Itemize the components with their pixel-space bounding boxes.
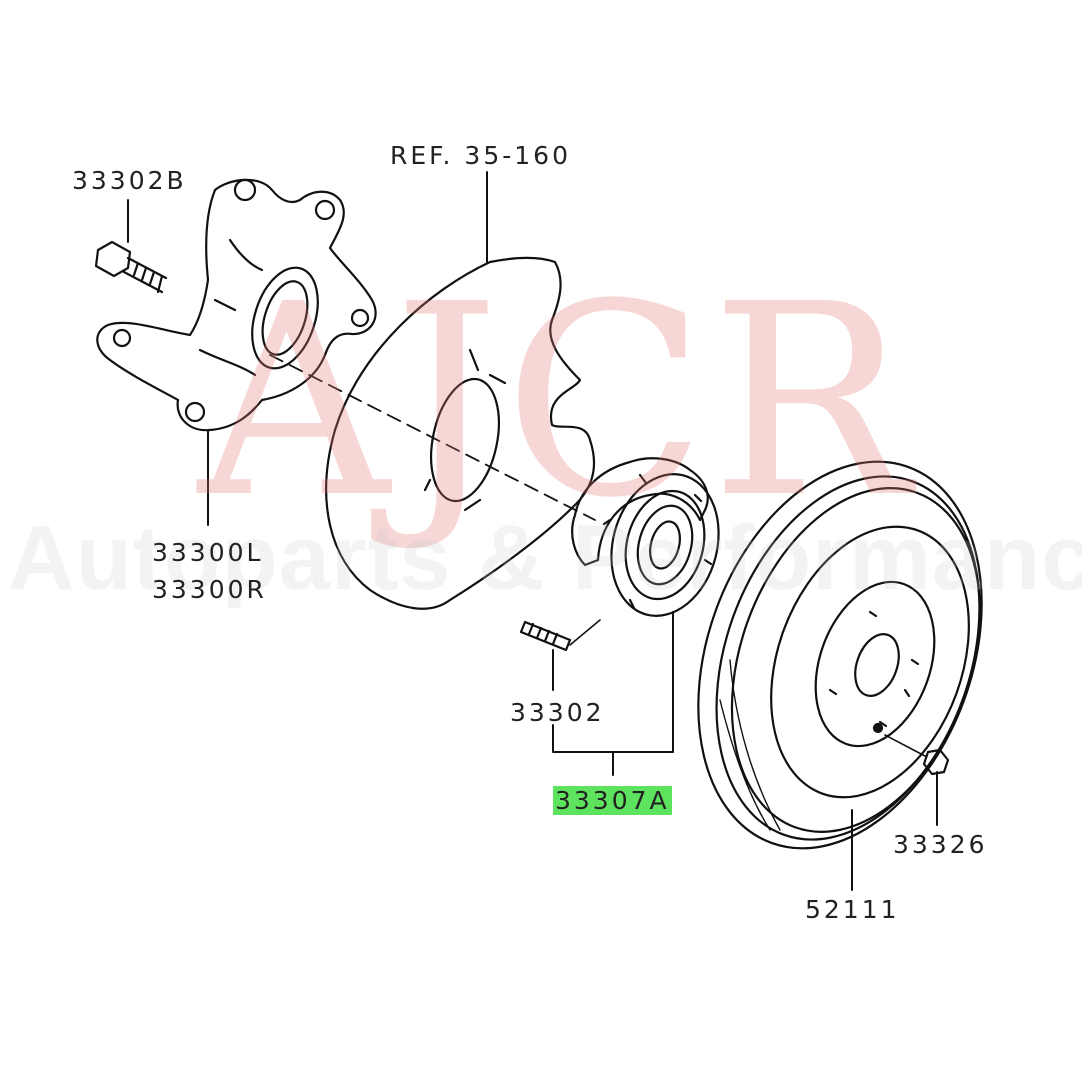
bolt-33302B-drawing [94, 240, 168, 294]
hub-assembly-drawing [571, 457, 720, 617]
watermark-ajcr: AJCR [198, 248, 914, 556]
label-ref-35-160: REF. 35-160 [390, 141, 571, 170]
brake-disc-drawing [697, 460, 983, 850]
label-33300L: 33300L [152, 538, 264, 567]
hub-bolt-33302-drawing [519, 619, 601, 652]
label-33302: 33302 [510, 698, 605, 727]
watermark-tagline: Autoparts & Performance [8, 507, 1082, 609]
label-33300R: 33300R [152, 575, 267, 604]
dust-shield-drawing [325, 256, 595, 610]
highlighted-part-number: 33307A [553, 786, 672, 815]
screw-33326-drawing [884, 734, 950, 776]
leader-lines [127, 171, 938, 891]
label-33326: 33326 [893, 830, 988, 859]
label-52111: 52111 [805, 895, 900, 924]
label-33302B: 33302B [72, 166, 187, 195]
knuckle-drawing [96, 178, 377, 432]
label-33307A: 33307A [553, 786, 672, 815]
axis-line [269, 354, 596, 521]
